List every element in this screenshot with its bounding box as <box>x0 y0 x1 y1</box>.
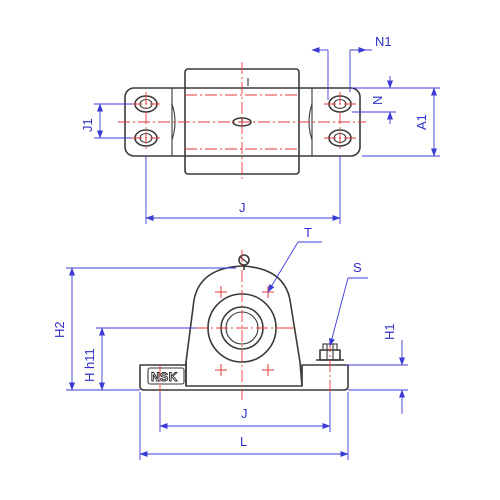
label-a1: A1 <box>414 114 429 130</box>
grease-nipple-front <box>238 254 250 270</box>
label-h1: H1 <box>382 323 397 340</box>
label-n1: N1 <box>375 34 392 49</box>
top-view-dimensions: N1 N A1 J1 J <box>80 34 440 224</box>
label-l: L <box>240 434 247 449</box>
front-view: NSK T <box>52 225 408 460</box>
label-j-front: J <box>241 406 248 421</box>
label-n: N <box>370 96 385 105</box>
nsk-logo: NSK <box>151 370 178 384</box>
label-j-top: J <box>239 200 246 215</box>
bolt-holes-top-view <box>134 95 352 147</box>
label-h-h11: H h11 <box>82 348 97 382</box>
label-s: S <box>353 260 362 275</box>
front-view-dimensions: T S H2 H h11 H1 J <box>52 225 408 460</box>
label-j1: J1 <box>80 118 95 132</box>
base-outline <box>139 364 349 391</box>
top-view: N1 N A1 J1 J <box>80 34 440 224</box>
label-h2: H2 <box>52 321 67 338</box>
housing-outline <box>185 265 303 387</box>
label-t: T <box>304 225 312 240</box>
